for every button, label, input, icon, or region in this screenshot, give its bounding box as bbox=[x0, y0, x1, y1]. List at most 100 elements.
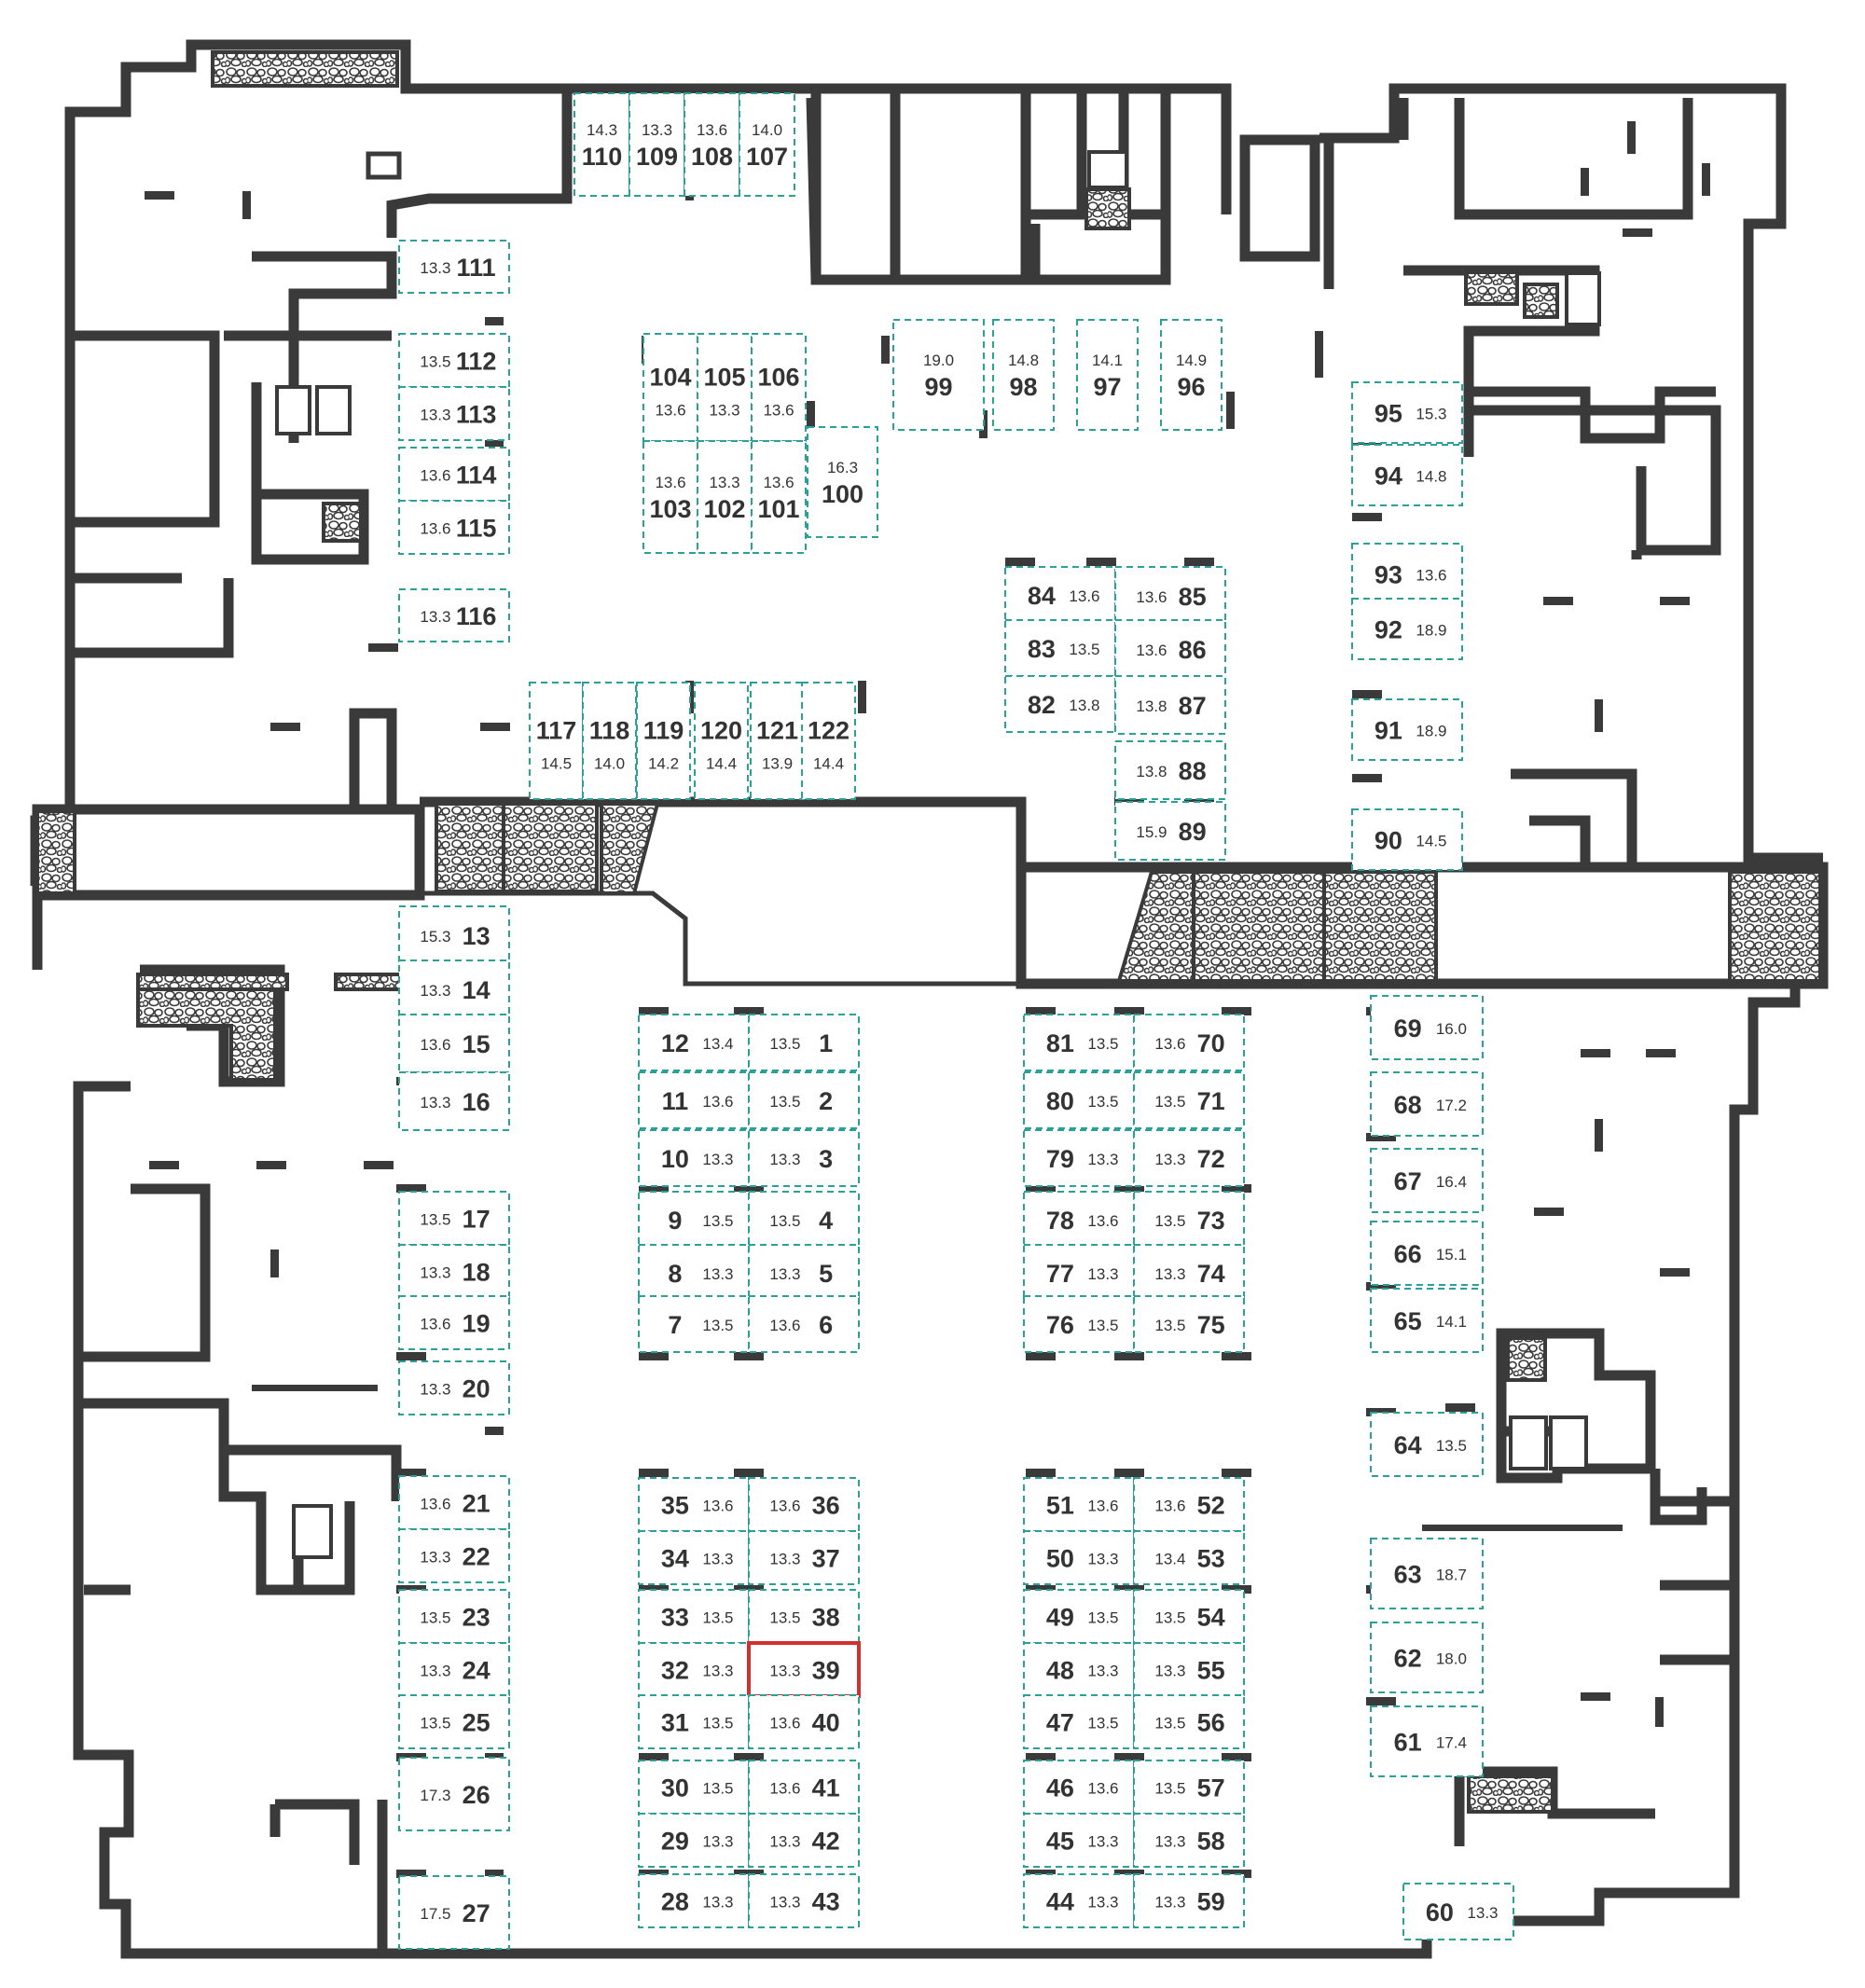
parking-spot-1[interactable]: 113.5 bbox=[748, 1014, 860, 1071]
parking-spot-4[interactable]: 413.5 bbox=[748, 1191, 860, 1249]
parking-spot-6[interactable]: 613.6 bbox=[748, 1295, 860, 1353]
parking-spot-2[interactable]: 213.5 bbox=[748, 1071, 860, 1129]
parking-spot-3[interactable]: 313.3 bbox=[748, 1129, 860, 1187]
